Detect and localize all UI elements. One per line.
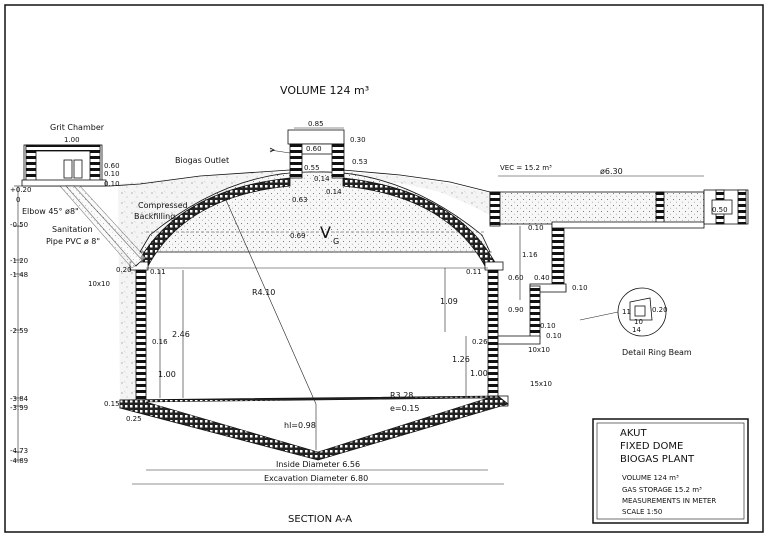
level-0: +0.20 [10,186,31,194]
title-block-line5: GAS STORAGE 15.2 m³ [622,486,702,494]
dim-015: 0.15 [104,400,120,408]
label-vg-sub: G [333,237,339,246]
label-backfilling: Backfilling [134,212,175,221]
level-6: -3.84 [10,395,29,403]
dim-014b: 0.14 [326,188,342,196]
label-elbow: Elbow 45° ø8" [22,207,79,216]
level-1: 0 [16,196,20,204]
dim-010b: 0.10 [572,284,588,292]
dim-rb-020: 0.20 [652,306,668,314]
title-block-line2: FIXED DOME [620,441,683,452]
title-block-line4: VOLUME 124 m³ [622,474,679,482]
right-wall [487,265,499,401]
dim-rb-14: 14 [632,326,641,334]
label-pipe: Pipe PVC ø 8" [46,237,100,246]
level-3: -1.20 [10,257,28,265]
dim-014a: 0.14 [314,175,330,183]
dim-15x10: 15x10 [530,380,552,388]
label-inside-diameter: Inside Diameter 6.56 [276,460,360,469]
level-9: -4.89 [10,457,28,465]
title-block-line6: MEASUREMENTS IN METER [622,497,716,505]
dim-neck: 0.55 [304,164,320,172]
grit-chamber [23,144,103,186]
dim-109: 1.09 [440,297,458,306]
dim-025: 0.25 [126,415,142,423]
title-block-line3: BIOGAS PLANT [620,454,695,465]
dim-top-inner: 0.60 [306,145,322,153]
level-8: -4.73 [10,447,28,455]
label-vec: VEC = 15.2 m³ [500,164,552,172]
dim-grit-h3: 0.10 [104,180,120,188]
level-2: -0.50 [10,221,28,229]
dim-026: 0.26 [472,338,488,346]
dim-016: 0.16 [152,338,168,346]
dim-grit-width: 1.00 [64,136,80,144]
label-grit-chamber: Grit Chamber [50,123,105,132]
dim-grit-h1: 0.60 [104,162,120,170]
label-vg: V [320,223,331,242]
left-wall [135,265,147,401]
dim-246: 2.46 [172,330,190,339]
level-7: -3.99 [10,404,28,412]
label-excavation-diameter: Excavation Diameter 6.80 [264,474,368,483]
dim-011a: 0.11 [150,268,166,276]
label-detail-ring-beam: Detail Ring Beam [622,348,692,357]
dim-100b: 1.00 [470,369,488,378]
dim-top-h2: 0.53 [352,158,368,166]
dim-10x10b: 10x10 [528,346,550,354]
dim-rb-10: 10 [634,318,643,326]
label-biogas-outlet: Biogas Outlet [175,156,229,165]
dim-020: 0.20 [116,266,132,274]
dim-630: ø6.30 [600,167,623,176]
dim-rb-11: 11 [622,308,631,316]
dim-116: 1.16 [522,251,538,259]
dim-050: 0.50 [712,206,728,214]
dim-010a: 0.10 [528,224,544,232]
label-sanitation: Sanitation [52,225,93,234]
dim-r328: R3.28 [390,391,413,400]
dim-011b: 0.11 [466,268,482,276]
dim-100a: 1.00 [158,370,176,379]
title-block [592,418,749,524]
volume-title: VOLUME 124 m³ [280,84,369,97]
dim-060: 0.60 [508,274,524,282]
title-block-line7: SCALE 1:50 [622,508,662,516]
dome-shell [135,177,291,267]
dim-010d: 0.10 [546,332,562,340]
expansion-chamber-slab [489,191,705,225]
label-compressed: Compressed [138,201,188,210]
dim-090: 0.90 [508,306,524,314]
dim-top-w: 0.85 [308,120,324,128]
dim-040: 0.40 [534,274,550,282]
title-block-line1: AKUT [620,428,647,439]
dim-hl: hl=0.98 [284,421,316,430]
dim-grit-h2: 0.10 [104,170,120,178]
dim-e015: e=0.15 [390,404,419,413]
dim-gas-h: 0.69 [290,232,306,240]
section-title: SECTION A-A [288,514,352,525]
dim-126: 1.26 [452,355,470,364]
dim-radius: R4.10 [252,288,275,297]
dim-10x10a: 10x10 [88,280,110,288]
level-4: -1.48 [10,271,28,279]
dim-top-h1: 0.30 [350,136,366,144]
dim-dome-t: 0.63 [292,196,308,204]
dim-010c: 0.10 [540,322,556,330]
level-5: -2.59 [10,327,28,335]
